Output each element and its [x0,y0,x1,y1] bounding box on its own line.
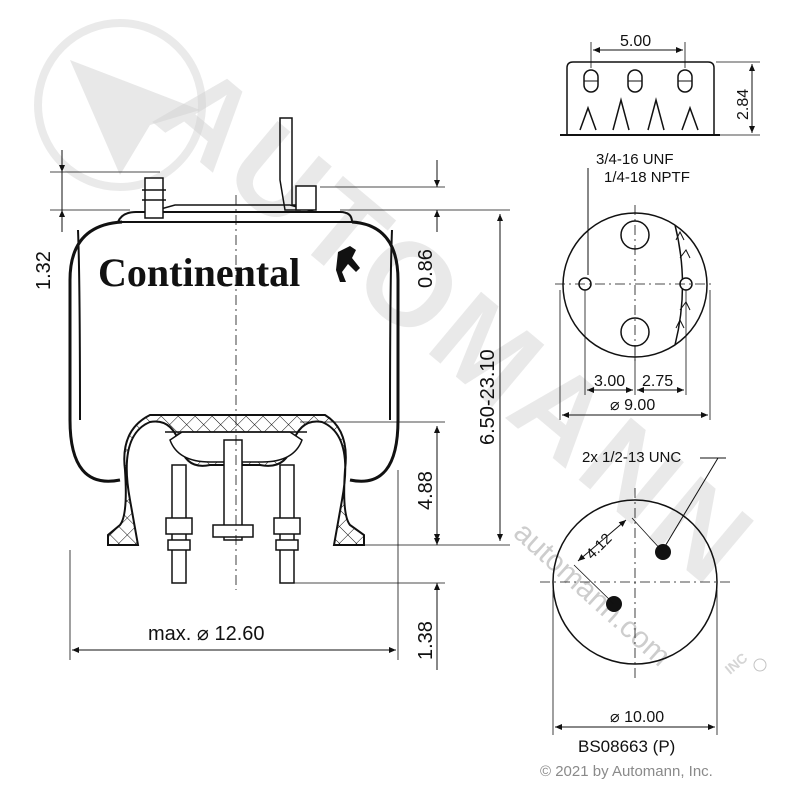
dim-hole-offset-b: 2.75 [642,373,673,390]
watermark-inc-text: INC [722,650,751,678]
dim-piston-height: 4.88 [415,471,437,510]
air-fitting [144,177,164,219]
dim-top-height: 2.84 [735,89,752,120]
dim-bottom-diameter: ⌀ 10.00 [610,709,664,726]
center-stud [223,439,243,541]
watermark: AUTOMANN automann.com INC [34,19,780,678]
bracket-top-view: 5.00 2.84 [560,33,760,136]
dim-top-plate-diameter: ⌀ 9.00 [610,397,655,414]
top-bead-plate [116,211,354,223]
bracket-slots [579,69,699,131]
watermark-arrow-icon [70,60,200,175]
thread-spec-2: 1/4-18 NPTF [604,169,690,186]
air-spring-side-view: Continental 1.32 0.86 [33,117,510,670]
part-number: BS08663 (P) [578,737,675,756]
horse-logo-icon [336,246,360,282]
watermark-logo-circle [34,19,206,191]
dim-max-diameter: max. ⌀ 12.60 [148,623,265,645]
bottom-view: 2x 1/2-13 UNC 4.12 ⌀ 10.00 [540,449,730,735]
copyright-text: © 2021 by Automann, Inc. [540,763,713,780]
dim-stud-height: 1.38 [415,621,437,660]
bellows-outline [68,220,400,483]
continental-logo: Continental [98,250,300,295]
dim-left-height: 1.32 [33,251,55,290]
dim-top-width: 5.00 [620,33,651,50]
top-nut [295,185,317,211]
dim-stroke-range: 6.50-23.10 [477,349,499,445]
bolt-callout: 2x 1/2-13 UNC [582,449,681,466]
registered-icon [753,658,767,672]
dim-hole-offset-a: 3.00 [594,373,625,390]
dim-offset-top: 0.86 [415,249,437,288]
thread-spec-1: 3/4-16 UNF [596,151,674,168]
top-plate-view: 3/4-16 UNF 1/4-18 NPTF 3.00 2.75 ⌀ 9.00 [555,151,715,420]
